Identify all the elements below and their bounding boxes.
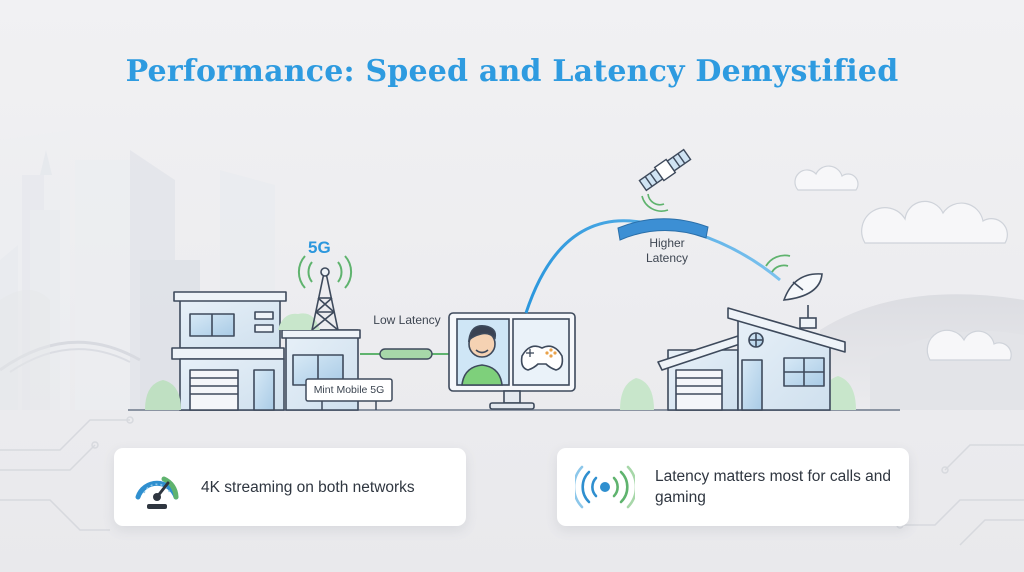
monitor-icon [448,312,576,410]
satellite-icon [638,148,692,212]
low-latency-label: Low Latency [373,313,441,327]
network-5g-label: 5G [308,238,331,257]
house-satellite [620,307,856,411]
house-sign [305,378,393,410]
page-title: Performance: Speed and Latency Demystifi… [125,54,899,89]
higher-latency-link [524,218,781,314]
streaming-card: 4K streaming on both networks [114,448,466,526]
higher-latency-label: Higher Latency [645,236,689,265]
latency-card-text: Latency matters most for calls and gamin… [655,468,892,506]
house-sign-label: Mint Mobile 5G [313,384,385,396]
house-5g [145,291,361,411]
clouds [794,165,1012,361]
low-latency-link [360,348,450,360]
latency-card: Latency matters most for calls and gamin… [557,448,909,526]
cell-tower-icon [297,255,353,331]
satellite-dish-icon [765,254,823,329]
background-hills [0,290,1024,410]
streaming-card-text: 4K streaming on both networks [201,479,415,496]
speedometer-icon [135,476,179,509]
broadcast-signal-icon [575,465,635,509]
